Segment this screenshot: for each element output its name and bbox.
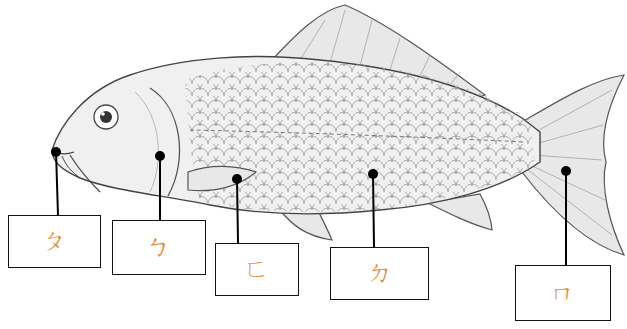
part-label: ㄈ: [245, 256, 269, 282]
part-label: ㄅ: [147, 234, 171, 260]
leader-dots: [51, 147, 571, 184]
part-label: ㄆ: [43, 228, 67, 254]
part-label: ㄇ: [551, 280, 575, 306]
label-box: ㄈ: [215, 243, 299, 296]
label-box: ㄅ: [112, 220, 206, 275]
label-box: ㄇ: [515, 265, 611, 321]
label-box: ㄆ: [8, 215, 101, 268]
part-label: ㄉ: [368, 260, 392, 286]
label-box: ㄉ: [330, 247, 429, 300]
